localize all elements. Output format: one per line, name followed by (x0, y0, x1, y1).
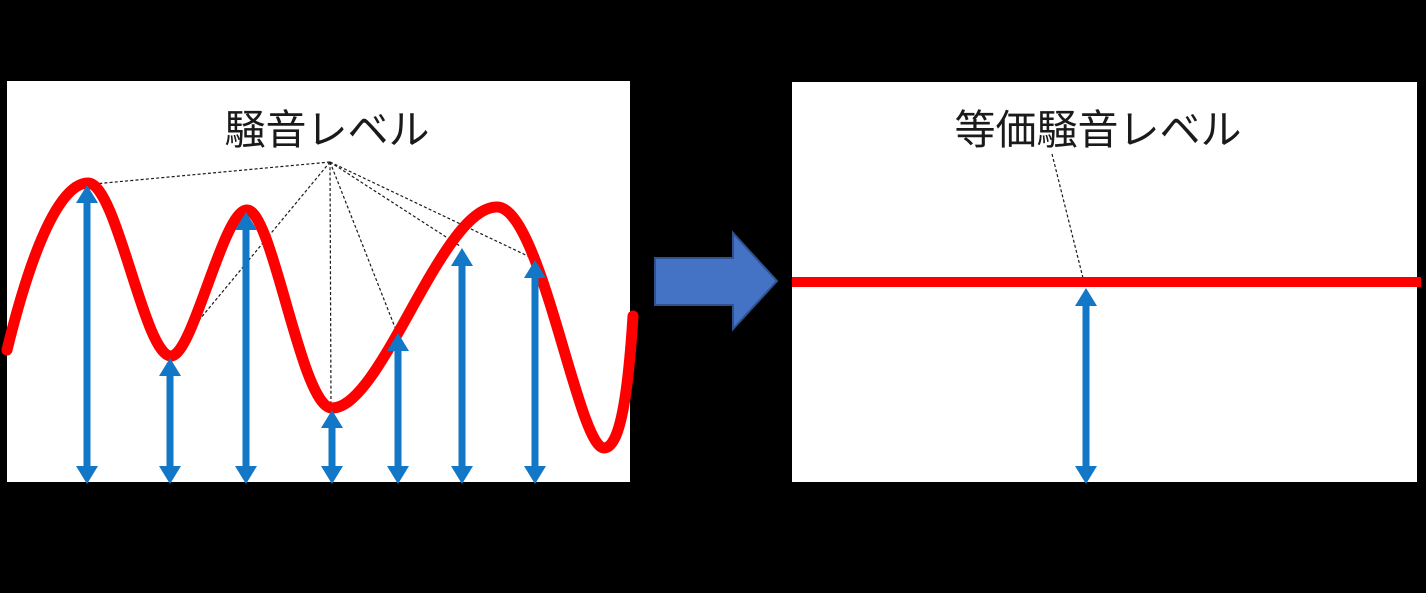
arrow-up-head (524, 260, 546, 278)
transform-right-arrow (654, 230, 779, 332)
arrow-up-head (159, 358, 181, 376)
level-arrow (321, 410, 343, 484)
noise-level-arrows (76, 185, 546, 484)
arrow-down-head (159, 466, 181, 484)
arrow-down-head (451, 466, 473, 484)
level-arrow (524, 260, 546, 484)
equivalent-level-label: 等価騒音レベル (955, 107, 1242, 153)
equivalent-callout-line (1051, 153, 1086, 287)
noise-callout-lines (93, 161, 533, 407)
level-arrow (451, 248, 473, 484)
callout-line (329, 161, 397, 331)
arrow-down-head (321, 466, 343, 484)
callout-line (329, 161, 332, 407)
equivalent-level-arrow (1075, 288, 1097, 484)
arrow-up-head (76, 185, 98, 203)
arrow-down-head (235, 466, 257, 484)
level-arrow (235, 212, 257, 484)
arrow-up-head (235, 212, 257, 230)
arrow-up-head (387, 333, 409, 351)
arrow-up-head (1075, 288, 1097, 306)
level-arrow (159, 358, 181, 484)
arrow-up-head (451, 248, 473, 266)
level-arrow (387, 333, 409, 484)
level-arrow (76, 185, 98, 484)
noise-level-panel (7, 81, 630, 482)
callout-line (329, 161, 533, 259)
arrow-down-head (524, 466, 546, 484)
arrow-up-head (321, 410, 343, 428)
noise-waveform-curve (1, 177, 639, 454)
noise-level-label: 騒音レベル (225, 107, 430, 153)
arrow-down-head (76, 466, 98, 484)
arrow-down-head (1075, 466, 1097, 484)
arrow-down-head (387, 466, 409, 484)
